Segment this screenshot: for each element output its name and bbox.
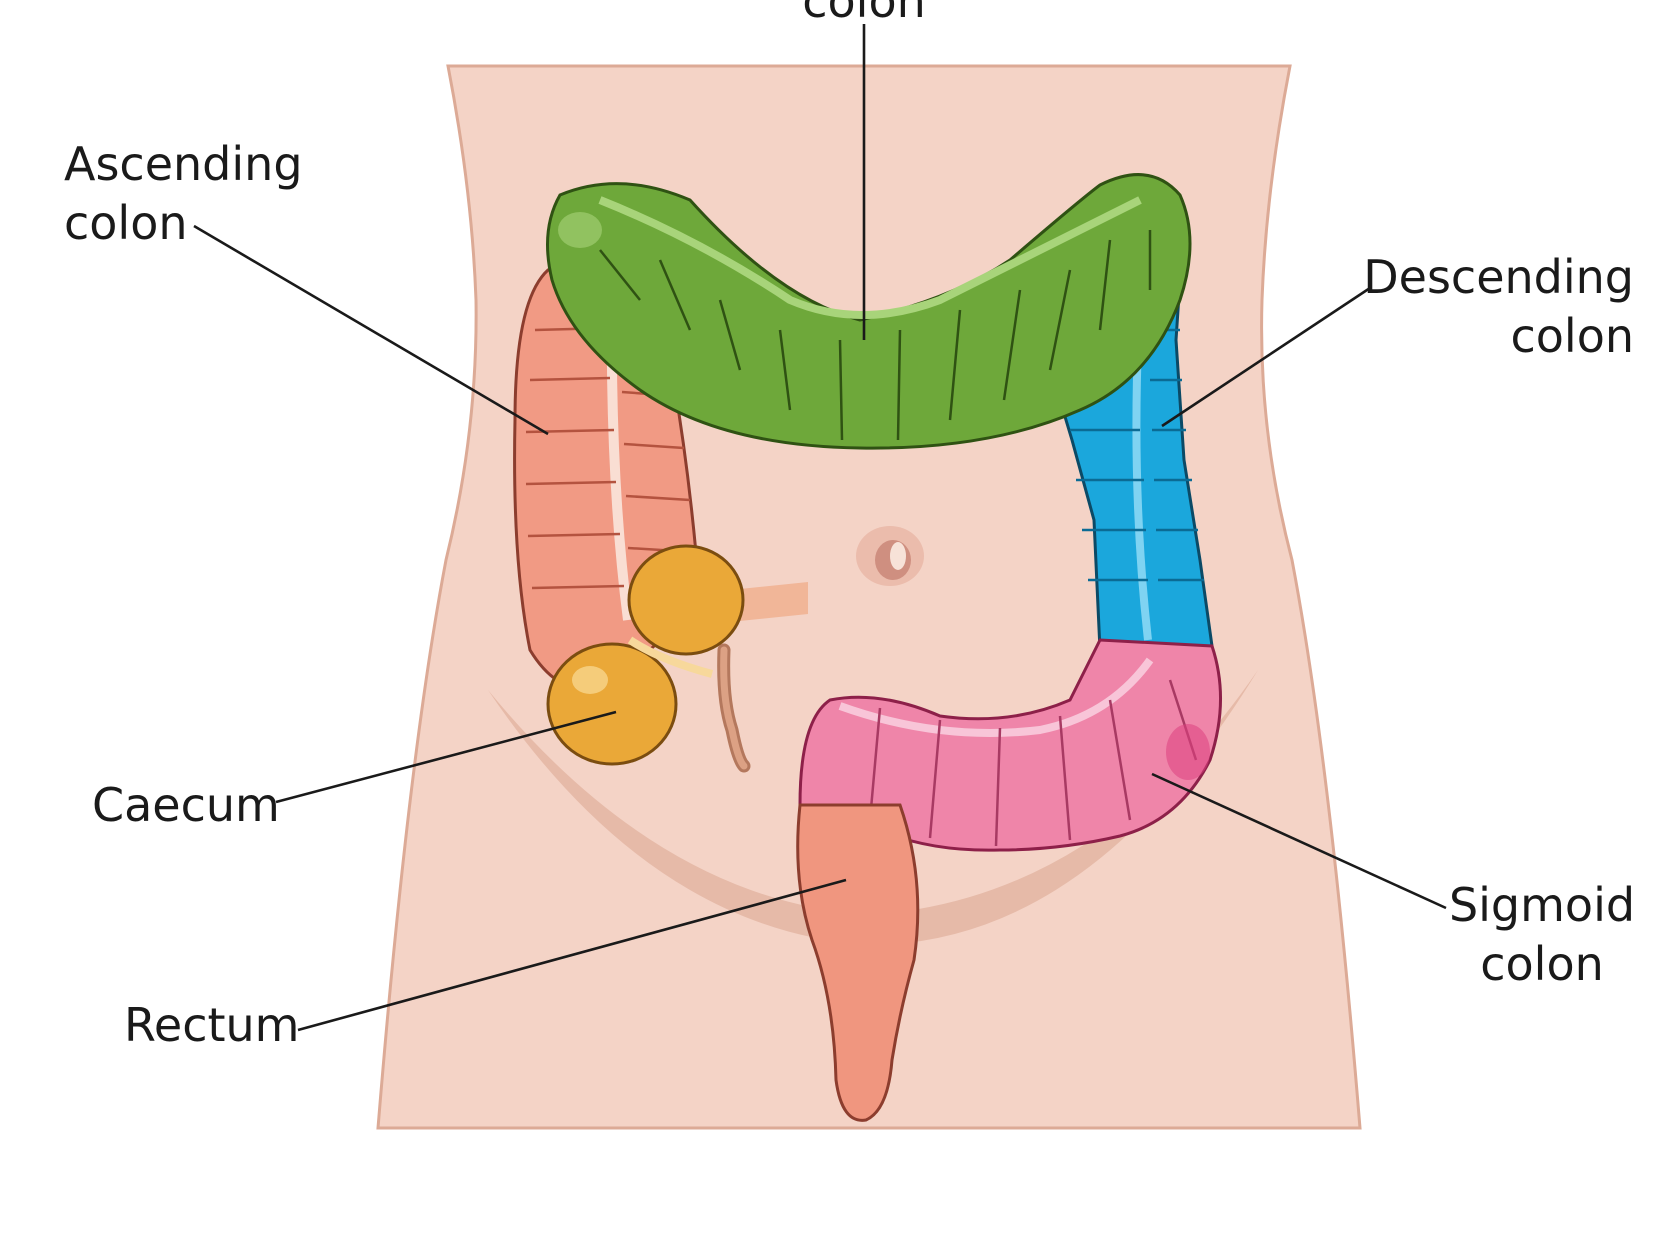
transverse-colon <box>546 173 1192 450</box>
label-transverse-line1: colon <box>802 0 926 28</box>
label-ascending-colon: Ascending colon <box>64 135 303 253</box>
leader-caecum <box>275 710 617 804</box>
label-ascending-line1: Ascending <box>64 137 303 191</box>
label-caecum: Caecum <box>92 776 280 835</box>
sigmoid-colon <box>798 638 1223 852</box>
pelvic-crease <box>488 670 1258 945</box>
label-sigmoid-line2: colon <box>1480 937 1604 991</box>
label-sigmoid-line1: Sigmoid <box>1448 878 1636 932</box>
label-descending-colon: Descending colon <box>1340 248 1634 366</box>
leader-ascending <box>193 224 549 436</box>
label-descending-line1: Descending <box>1363 250 1634 304</box>
label-descending-line2: colon <box>1510 309 1634 363</box>
caecum <box>546 544 745 766</box>
label-transverse-colon: colon <box>794 0 934 31</box>
label-caecum-line1: Caecum <box>92 778 280 832</box>
leader-sigmoid <box>1151 772 1447 910</box>
leader-descending <box>1161 286 1371 428</box>
label-rectum: Rectum <box>124 996 300 1055</box>
navel <box>856 526 924 586</box>
label-rectum-line1: Rectum <box>124 998 300 1052</box>
label-sigmoid-colon: Sigmoid colon <box>1446 876 1638 994</box>
ileum <box>730 582 808 622</box>
label-ascending-line2: colon <box>64 196 188 250</box>
leader-rectum <box>297 878 847 1032</box>
